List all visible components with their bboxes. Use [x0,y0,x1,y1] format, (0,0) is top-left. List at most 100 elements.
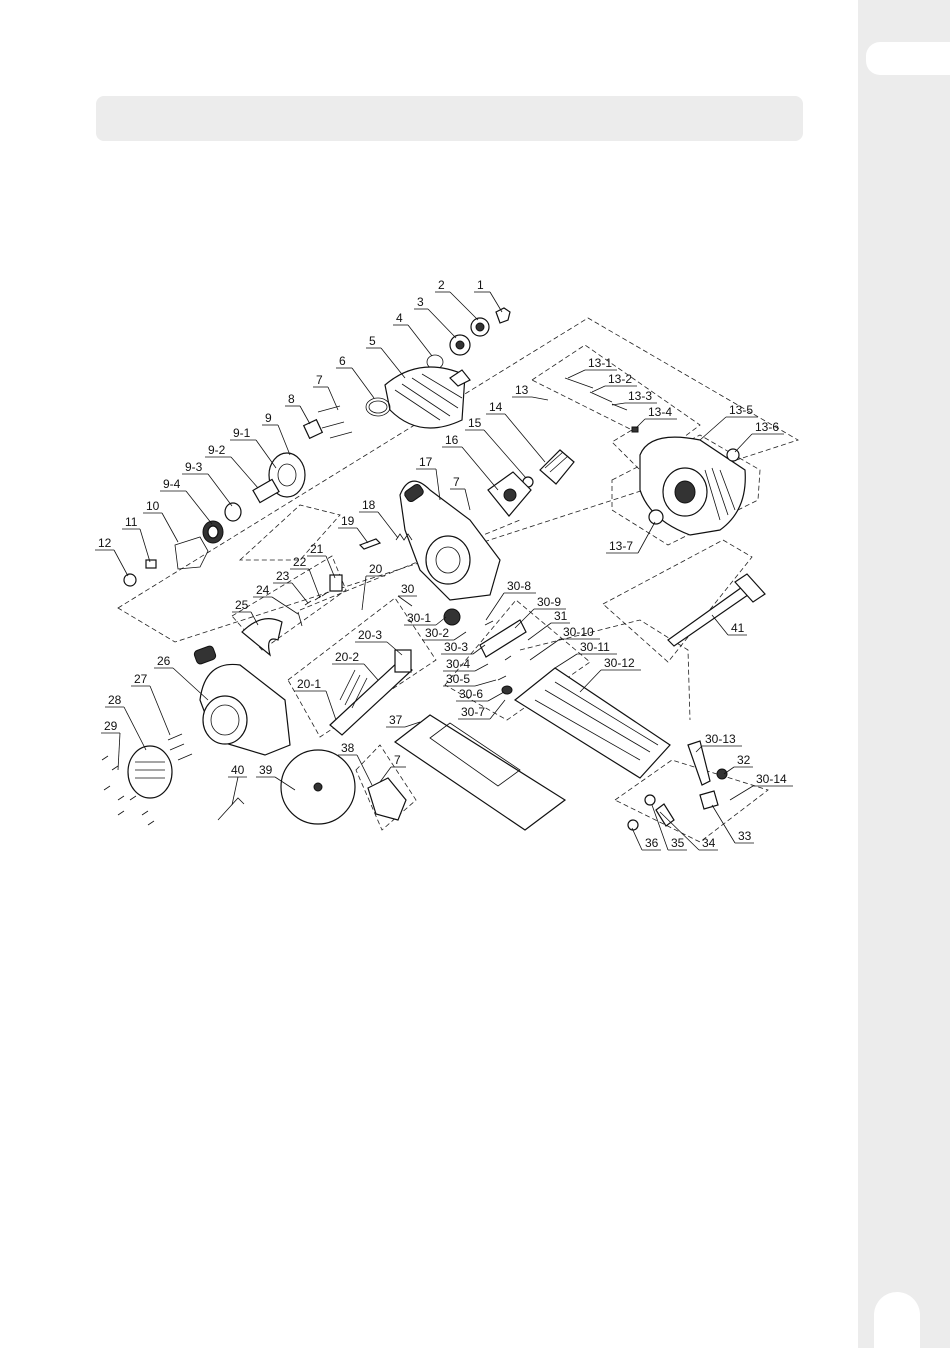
part-label: 13-1 [588,356,612,370]
part-label: 26 [157,654,171,668]
part-label: 38 [341,741,355,755]
gasket-icon [175,537,208,569]
outer-flange-icon [471,318,489,336]
part-label: 11 [125,515,138,529]
part-label: 16 [445,433,459,447]
part-label: 20-2 [335,650,359,664]
part-label: 20-1 [297,677,321,691]
base-plate-icon [395,715,565,830]
part-label: 29 [104,719,118,733]
part-label: 30-1 [407,611,431,625]
clamp-parts-icon [628,769,727,830]
bearing-13-7-icon [649,510,663,524]
switch-parts-icon [298,575,342,626]
part-label: 5 [369,334,376,348]
saw-blade-icon [281,750,355,824]
part-label: 40 [231,763,245,777]
main-housing-icon [400,481,500,600]
end-cap-icon [128,746,172,798]
bevel-bracket-icon [688,741,710,785]
part-label: 30-7 [461,705,485,719]
part-label: 30-10 [563,625,594,639]
part-label: 30-3 [444,640,468,654]
part-label: 7 [394,753,401,767]
part-label: 1 [477,278,484,292]
part-label: 24 [256,583,270,597]
part-label: 30-9 [537,595,561,609]
screw-27-icon [168,734,192,760]
part-label: 13-7 [609,539,633,553]
part-label: 9-3 [185,460,203,474]
lock-button-icon [304,420,323,439]
part-label: 30-4 [446,657,470,671]
part-label: 13 [515,383,529,397]
knob-icon [444,609,460,625]
part-label: 15 [468,416,482,430]
part-label: 30-5 [446,672,470,686]
part-label: 25 [235,598,249,612]
part-label: 2 [438,278,445,292]
part-label: 13-4 [648,405,672,419]
nut-icon [124,574,136,586]
part-shapes [102,308,765,830]
o-ring-icon [366,398,390,416]
part-label: 23 [276,569,290,583]
spindle-bolt-icon [496,308,510,323]
part-label: 30-14 [756,772,787,786]
part-label: 9 [265,411,272,425]
gear-icon [203,521,223,543]
part-label: 7 [453,475,460,489]
part-label: 8 [288,392,295,406]
part-label: 30-8 [507,579,531,593]
rip-fence-icon [668,574,765,646]
part-label: 6 [339,354,346,368]
part-label: 30-13 [705,732,736,746]
part-label: 9-4 [163,477,181,491]
armature-icon [540,450,574,484]
screws-7-icon [318,406,352,438]
part-label: 41 [731,621,745,635]
part-label: 30-11 [580,640,610,654]
bearing-icon [225,503,241,521]
part-label: 12 [98,536,112,550]
inner-flange-icon [450,335,470,355]
part-label: 30 [401,582,415,596]
lever-icon [360,539,380,549]
part-label: 9-1 [233,426,251,440]
part-label: 33 [738,829,752,843]
part-label: 35 [671,836,685,850]
part-label: 27 [134,672,148,686]
part-label: 34 [702,836,716,850]
part-label: 14 [489,400,503,414]
hex-key-icon [218,798,244,820]
part-label: 31 [554,609,568,623]
part-label: 37 [389,713,403,727]
part-label: 32 [737,753,751,767]
part-label: 13-6 [755,420,779,434]
part-label: 17 [419,455,433,469]
part-label: 10 [146,499,160,513]
part-label: 22 [293,555,307,569]
part-label: 18 [362,498,376,512]
part-label: 21 [310,542,324,556]
part-label: 19 [341,514,355,528]
part-label: 39 [259,763,273,777]
part-label: 7 [316,373,323,387]
part-label: 3 [417,295,424,309]
bracket-icon [480,620,526,657]
part-label: 30-6 [459,687,483,701]
bushing-icon [146,560,156,568]
part-label: 36 [645,836,659,850]
blade-guard-icon [385,367,470,428]
part-label: 20-3 [358,628,382,642]
part-label: 30-2 [425,626,449,640]
part-label: 30-12 [604,656,635,670]
part-label: 9-2 [208,443,226,457]
dust-port-icon [368,778,406,820]
part-label: 4 [396,311,403,325]
part-label: 13-3 [628,389,652,403]
shoe-icon [515,668,670,778]
cap-icon [727,449,739,461]
part-label: 13-5 [729,403,753,417]
